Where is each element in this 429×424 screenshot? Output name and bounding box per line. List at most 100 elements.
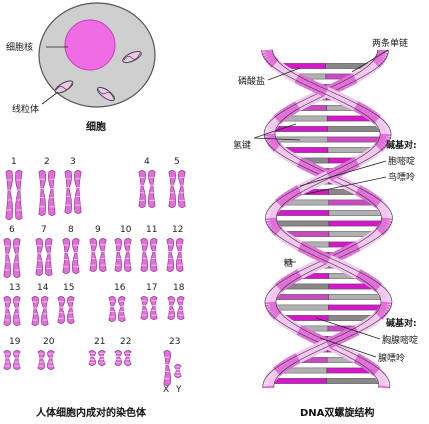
cell-caption: 细胞 bbox=[86, 120, 106, 133]
chromosome bbox=[118, 296, 126, 322]
chromosome-number: 5 bbox=[174, 157, 180, 167]
chromosome bbox=[166, 238, 174, 272]
base-pair bbox=[280, 231, 378, 237]
chromosome bbox=[13, 350, 21, 370]
chromosome bbox=[98, 350, 106, 366]
chromosome bbox=[67, 296, 75, 324]
chromosome bbox=[124, 238, 132, 272]
chromosome bbox=[168, 170, 176, 208]
base-pair bbox=[280, 315, 377, 321]
chromosome bbox=[140, 238, 148, 272]
chromosome-number: 18 bbox=[173, 283, 185, 293]
nucleus-label: 细胞核 bbox=[6, 41, 33, 53]
chromosome-number: 8 bbox=[68, 225, 74, 235]
sugar-label: 糖 bbox=[284, 257, 293, 269]
chromosome-number: 17 bbox=[146, 283, 157, 293]
chromosome bbox=[64, 170, 72, 214]
nucleus bbox=[64, 19, 116, 71]
chromosome bbox=[108, 296, 116, 322]
chromosome bbox=[99, 238, 107, 272]
chromosome-number: 15 bbox=[63, 283, 74, 293]
base-pair bbox=[271, 210, 387, 216]
chromosome-number: 13 bbox=[9, 283, 20, 293]
base-pair bbox=[271, 294, 386, 300]
chromosome bbox=[89, 238, 97, 272]
chromosome bbox=[167, 296, 175, 320]
base-pair bbox=[279, 147, 377, 153]
chromosome-number: 20 bbox=[43, 337, 55, 347]
mitochondrion bbox=[122, 50, 142, 64]
chromosome bbox=[48, 170, 56, 216]
base-pair-title-1: 碱基对: bbox=[386, 139, 417, 151]
mitochondrion bbox=[54, 80, 74, 94]
chromosome bbox=[57, 296, 65, 324]
dna-labels: 两条单链 磷酸盐 氢键 碱基对: 胞嘧啶 鸟嘌呤 糖 碱基对: 胸腺嘧啶 腺嘌呤… bbox=[233, 37, 418, 419]
chromosome bbox=[41, 296, 49, 326]
dna-strand-a bbox=[263, 49, 393, 389]
dna-caption: DNA双螺旋结构 bbox=[300, 406, 374, 419]
phosphate-label: 磷酸盐 bbox=[238, 75, 265, 87]
chromosome bbox=[72, 238, 80, 274]
chromosome bbox=[74, 170, 82, 214]
thymine-label: 胸腺嘧啶 bbox=[382, 334, 418, 346]
y-chromosome-label: Y bbox=[175, 385, 182, 395]
chromosome-number: 12 bbox=[172, 225, 183, 235]
chromosome-number: 7 bbox=[41, 225, 47, 235]
base-pair bbox=[271, 220, 386, 227]
dna-double-helix bbox=[261, 49, 393, 389]
chromosome-number: 16 bbox=[114, 283, 126, 293]
chromosome bbox=[62, 238, 70, 274]
chromosome bbox=[35, 238, 43, 276]
adenine-label: 腺嘌呤 bbox=[378, 352, 405, 364]
chromosome bbox=[138, 170, 146, 208]
chromosome bbox=[114, 350, 122, 366]
chromosome bbox=[47, 350, 55, 370]
chromosome bbox=[37, 350, 45, 370]
x-chromosome-label: X bbox=[163, 385, 169, 395]
chromosome-number: 23 bbox=[169, 337, 180, 347]
x-chromosome bbox=[163, 350, 171, 386]
chromosome-number: 21 bbox=[94, 337, 105, 347]
base-pair bbox=[278, 367, 376, 374]
mitochondria-label: 线粒体 bbox=[12, 103, 39, 115]
chromosome bbox=[148, 170, 156, 208]
dna-strand-b bbox=[261, 49, 393, 389]
chromosome bbox=[176, 238, 184, 272]
mitochondrion bbox=[96, 86, 116, 102]
chromosome bbox=[140, 296, 148, 320]
chromosome bbox=[15, 170, 23, 220]
chromosome-number: 10 bbox=[120, 225, 132, 235]
chromosome bbox=[114, 238, 122, 272]
chromosome-number: 4 bbox=[144, 157, 150, 167]
hydrogen-bond-label: 氢键 bbox=[233, 139, 251, 151]
base-pair bbox=[279, 283, 378, 290]
chromosome bbox=[13, 238, 21, 278]
chromosome-number: 3 bbox=[70, 157, 76, 167]
chromosome bbox=[31, 296, 39, 326]
chromosome-number: 11 bbox=[146, 225, 157, 235]
cytosine-label: 胞嘧啶 bbox=[388, 155, 415, 167]
chromosome bbox=[150, 296, 158, 320]
chromosome bbox=[150, 238, 158, 272]
base-pair-title-2: 碱基对: bbox=[386, 317, 417, 329]
chromosome-number: 2 bbox=[44, 157, 50, 167]
cell-diagram: 细胞核 线粒体 细胞 bbox=[6, 2, 156, 133]
chromosome bbox=[3, 350, 11, 370]
two-strands-label: 两条单链 bbox=[372, 37, 408, 49]
chromosome bbox=[124, 350, 132, 366]
chromosome bbox=[88, 350, 96, 366]
guanine-label: 鸟嘌呤 bbox=[388, 171, 415, 183]
chromosome-number: 6 bbox=[9, 225, 15, 235]
chromosome bbox=[3, 296, 11, 326]
chromosome bbox=[177, 296, 185, 320]
karyotype-caption: 人体细胞内成对的染色体 bbox=[36, 406, 147, 419]
chromosome bbox=[3, 238, 11, 278]
chromosome bbox=[38, 170, 46, 216]
chromosome-number: 14 bbox=[37, 283, 49, 293]
base-pair bbox=[278, 115, 376, 122]
chromosome-number: 1 bbox=[11, 157, 17, 167]
chromosome-number: 9 bbox=[95, 225, 101, 235]
base-pair bbox=[271, 304, 386, 311]
